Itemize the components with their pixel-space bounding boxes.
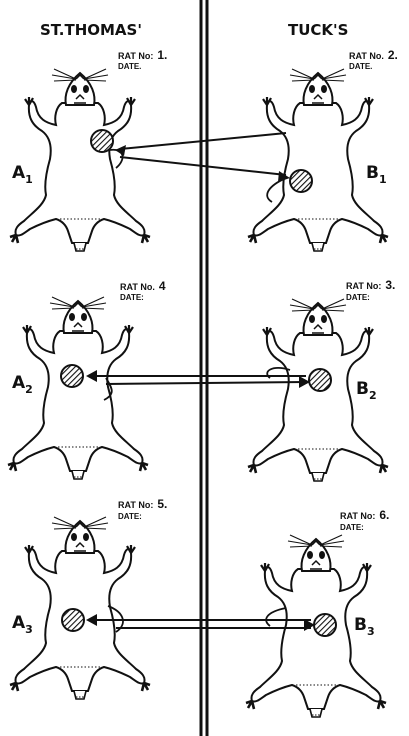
rat-b1 [248,69,388,251]
header-st-thomas: ST.THOMAS' [40,21,142,39]
date-b3: DATE: [340,523,364,532]
label-a2: A2 [12,373,33,396]
rat-no-b1: RAT No. 2. [349,46,398,63]
date-a3: DATE: [118,512,142,521]
transfer-arrow-row2-lower [106,382,306,384]
graft-site-a1 [91,130,113,152]
label-a1: A1 [12,163,33,186]
date-a2: DATE: [120,293,144,302]
label-b3: B3 [354,615,375,638]
label-a3: A3 [12,613,33,636]
skin-flap-b3 [266,608,286,626]
transfer-arrow-row1-upper [120,133,286,149]
header-tucks: TUCK'S [288,21,348,39]
label-b2: B2 [356,379,377,402]
rat-no-b2: RAT No: 3. [346,276,395,293]
date-b2: DATE: [346,293,370,302]
date-a1: DATE. [118,62,141,71]
graft-site-a2 [61,365,83,387]
rat-no-a1: RAT No: 1. [118,46,167,63]
graft-site-b3 [314,614,336,636]
graft-site-b2 [309,369,331,391]
graft-site-a3 [62,609,84,631]
rat-a1 [10,69,150,251]
rat-no-a3: RAT No: 5. [118,495,167,512]
date-b1: DATE. [349,62,372,71]
graft-site-b1 [290,170,312,192]
rat-no-b3: RAT No: 6. [340,506,389,523]
rat-a3 [10,517,150,699]
label-b1: B1 [366,163,387,186]
arrowhead-left-row1 [115,145,126,156]
transfer-arrow-row1-lower [120,157,286,175]
rat-no-a2: RAT No. 4 [120,277,166,294]
